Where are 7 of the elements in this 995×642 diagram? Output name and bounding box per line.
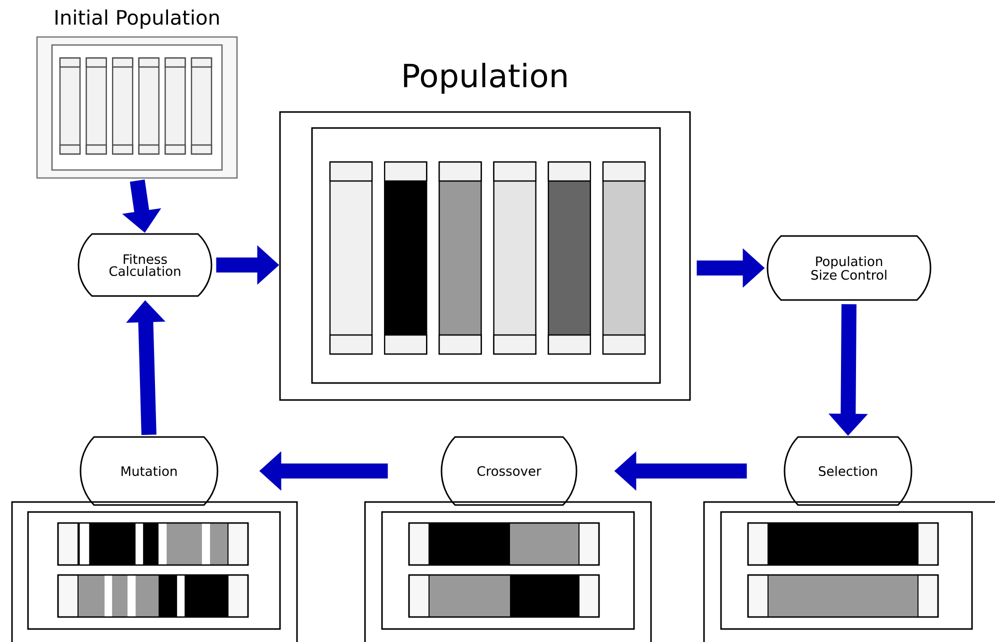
operator-box: Mutation [80,436,218,506]
operator-box: Crossover [440,436,578,506]
operator-box: Fitness Calculation [78,233,212,297]
operator-box: Selection [784,436,912,506]
operator-box: Population Size Control [766,235,932,301]
node-label: Initial Population [56,9,219,29]
node-label: Population [404,62,566,94]
